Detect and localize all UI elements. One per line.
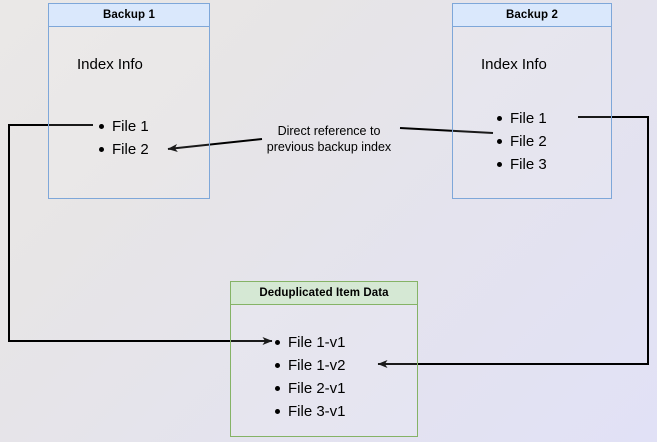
list-item: File 1 <box>495 107 547 130</box>
backup-1-file-list: File 1 File 2 <box>97 115 149 161</box>
list-item: File 1 <box>97 115 149 138</box>
list-item: File 2 <box>495 130 547 153</box>
list-item: File 1-v2 <box>273 354 346 377</box>
node-backup-1-header: Backup 1 <box>48 3 210 27</box>
node-backup-2[interactable]: Backup 2 Index Info File 1 File 2 File 3 <box>452 3 612 199</box>
list-item: File 2 <box>97 138 149 161</box>
backup-2-file-list: File 1 File 2 File 3 <box>495 107 547 176</box>
list-item: File 1-v1 <box>273 331 346 354</box>
backup-2-index-info-label: Index Info <box>481 56 547 73</box>
node-dedup-body: File 1-v1 File 1-v2 File 2-v1 File 3-v1 <box>230 305 418 437</box>
dedup-file-list: File 1-v1 File 1-v2 File 2-v1 File 3-v1 <box>273 331 346 423</box>
node-backup-2-header: Backup 2 <box>452 3 612 27</box>
node-backup-1[interactable]: Backup 1 Index Info File 1 File 2 <box>48 3 210 199</box>
list-item: File 2-v1 <box>273 377 346 400</box>
edge-label-direct-reference: Direct reference to previous backup inde… <box>248 123 410 155</box>
backup-1-index-info-label: Index Info <box>77 56 143 73</box>
node-deduplicated-item-data[interactable]: Deduplicated Item Data File 1-v1 File 1-… <box>230 281 418 437</box>
node-dedup-header: Deduplicated Item Data <box>230 281 418 305</box>
edge-label-line-2: previous backup index <box>266 140 392 154</box>
list-item: File 3 <box>495 153 547 176</box>
node-backup-1-body: Index Info File 1 File 2 <box>48 27 210 199</box>
edge-label-line-1: Direct reference to <box>277 124 381 138</box>
list-item: File 3-v1 <box>273 400 346 423</box>
node-backup-2-body: Index Info File 1 File 2 File 3 <box>452 27 612 199</box>
